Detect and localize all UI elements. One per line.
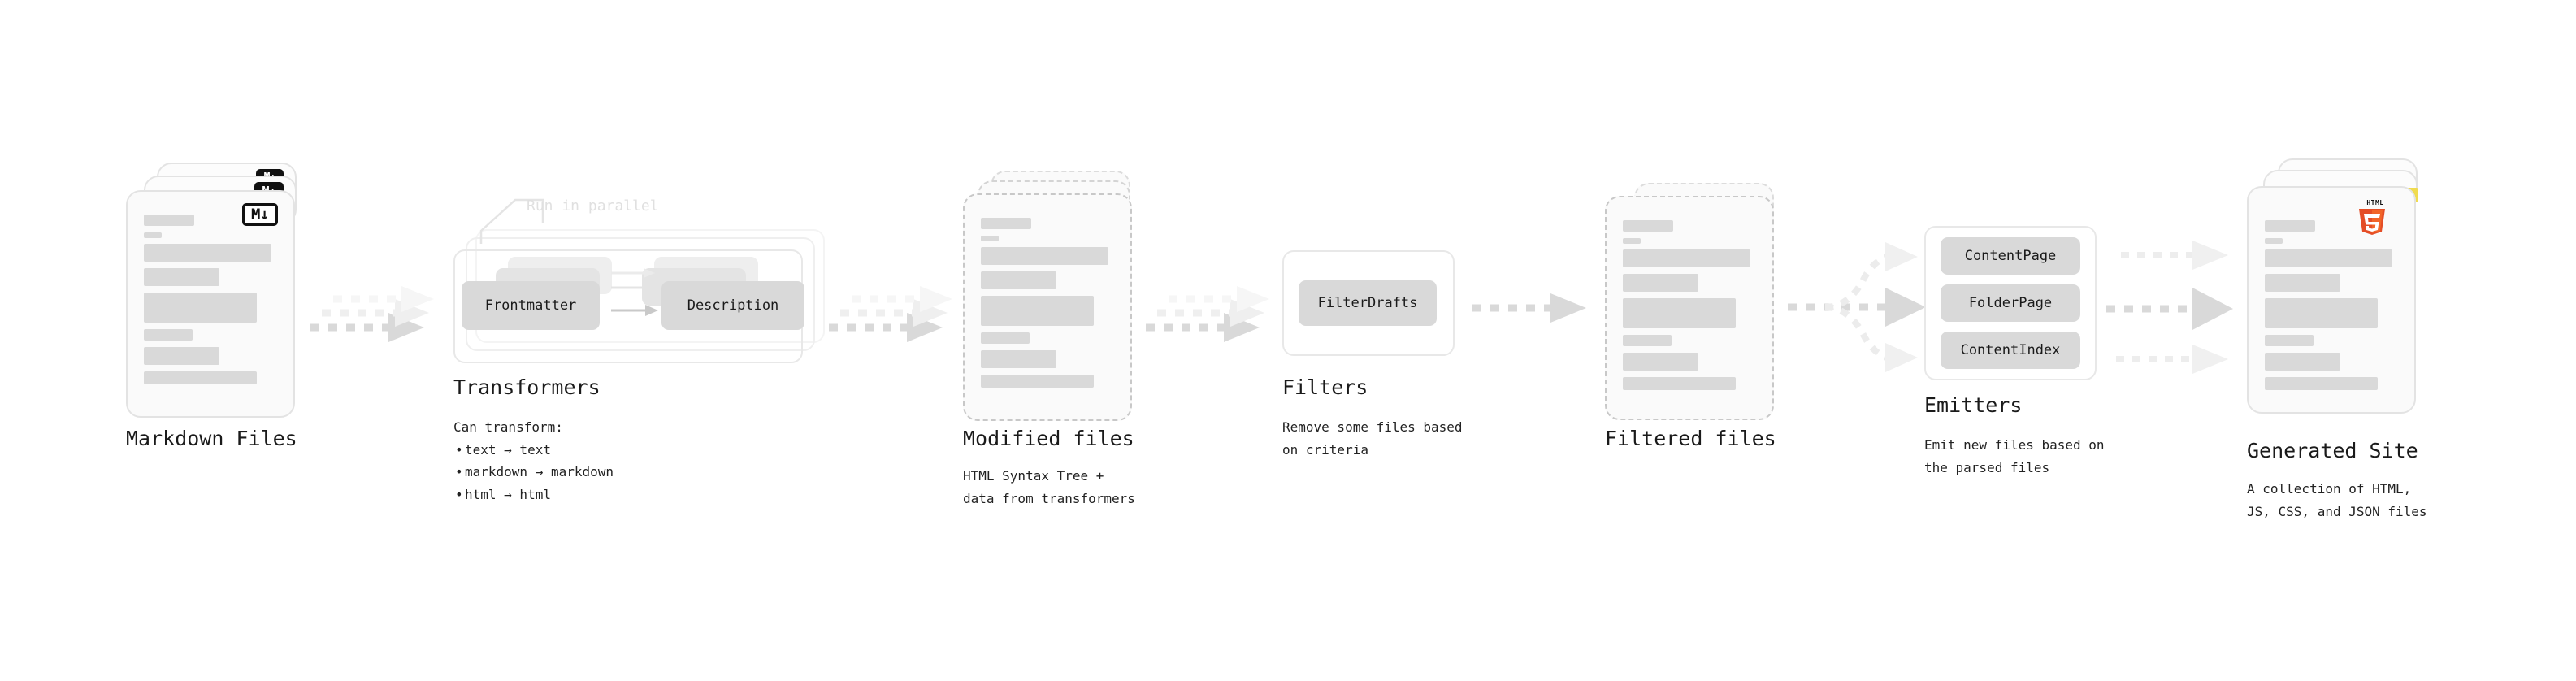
chip-description[interactable]: Description [661,281,804,330]
markdown-card-content [128,192,293,416]
transformers-title: Transformers [453,375,601,399]
html5-logo-icon: HTML [2359,199,2385,235]
modified-card-content [965,195,1130,419]
emitters-subtitle: Emit new files based on the parsed files [1924,437,2105,475]
markdown-files-card-stack: M↓ M↓ M↓ [126,163,313,423]
transformer-inner-arrows-faded [611,268,655,293]
markdown-logo-icon: M↓ [242,203,278,226]
filters-subtitle: Remove some files based on criteria [1282,419,1463,458]
chip-folderpage-label: FolderPage [1968,295,2053,311]
chip-folderpage[interactable]: FolderPage [1941,284,2080,322]
arrow-markdown-to-transformers [310,286,434,342]
transformers-bullet-0: text → text [453,439,614,462]
filtered-files-title: Filtered files [1605,427,1776,450]
chip-filterdrafts-label: FilterDrafts [1317,295,1418,311]
transformers-bullets-lead: Can transform: [453,419,563,435]
chip-frontmatter-label: Frontmatter [484,297,577,314]
transformers-bullet-1: markdown → markdown [453,461,614,484]
site-card-front: HTML [2247,186,2416,414]
emitters-title: Emitters [1924,393,2023,417]
arrow-filters-to-filtered [1472,293,1586,323]
chip-contentpage-label: ContentPage [1964,248,2057,264]
chip-contentindex[interactable]: ContentIndex [1941,332,2080,369]
transformers-bullet-2: html → html [453,484,614,506]
markdown-files-title: Markdown Files [126,427,297,450]
site-card-content [2249,188,2414,412]
modified-files-card-stack [963,171,1150,431]
generated-site-card-stack: CSS HTML [2247,158,2442,427]
chip-contentpage[interactable]: ContentPage [1941,237,2080,275]
generated-site-title: Generated Site [2247,439,2418,462]
run-in-parallel-bracket-icon [479,198,544,244]
chip-filterdrafts[interactable]: FilterDrafts [1299,280,1437,326]
svg-text:HTML: HTML [2366,199,2383,206]
modified-card-front [963,193,1132,421]
generated-site-subtitle: A collection of HTML, JS, CSS, and JSON … [2247,481,2427,519]
emitters-group-box [1924,226,2097,380]
run-in-parallel-note: Run in parallel [527,197,659,215]
arrow-modified-to-filters [1146,286,1269,342]
chip-contentindex-label: ContentIndex [1960,342,2061,358]
filtered-card-content [1607,197,1772,419]
arrow-transformers-to-modified [829,286,952,342]
modified-files-title: Modified files [963,427,1134,450]
markdown-card-front: M↓ [126,190,295,418]
transformer-inner-arrow [611,305,658,316]
filters-title: Filters [1282,375,1368,399]
filtered-card-front [1605,196,1774,420]
modified-files-subtitle: HTML Syntax Tree + data from transformer… [963,468,1135,506]
filtered-files-card-stack [1605,183,1792,443]
arrow-filtered-to-emitters-branching [1788,242,1926,372]
chip-description-label: Description [687,297,779,314]
chip-frontmatter[interactable]: Frontmatter [462,281,600,330]
filters-group-box [1282,250,1455,356]
arrow-emitters-to-site [2106,241,2233,374]
transformers-bullets: Can transform: text → text markdown → ma… [453,416,614,505]
